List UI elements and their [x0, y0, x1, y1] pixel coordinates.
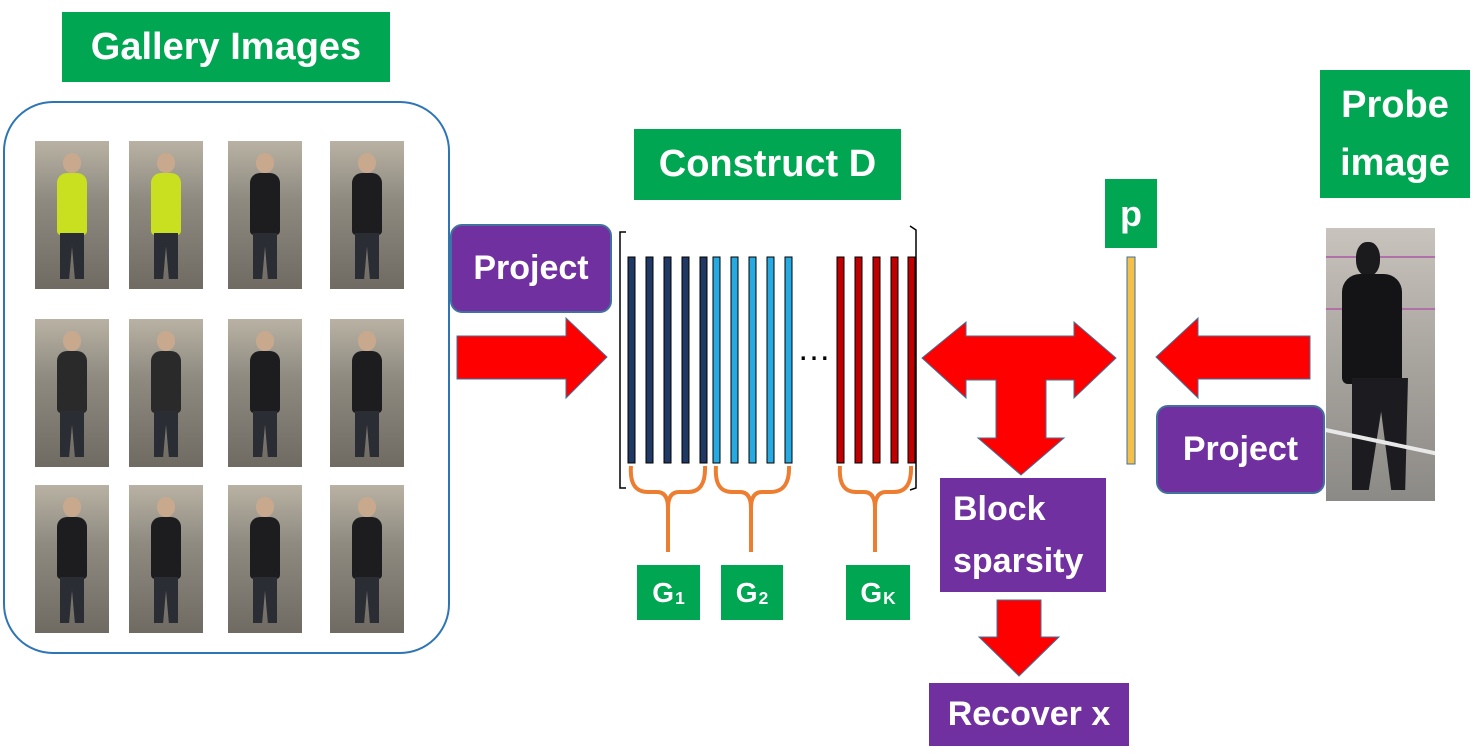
gallery-photo — [228, 485, 302, 633]
block-sparsity-line1: Block — [953, 490, 1046, 528]
arrow-dictionary-probe-tee — [921, 320, 1117, 476]
dict-column-group-1 — [645, 256, 654, 464]
brace-group-1 — [628, 465, 708, 552]
probe-vector-bar — [1126, 256, 1136, 465]
dict-column-group-k — [890, 256, 899, 464]
columns-ellipsis: … — [797, 330, 831, 368]
group-sub-k: K — [883, 588, 896, 609]
probe-vector-label: p — [1105, 179, 1157, 248]
gallery-images-title: Gallery Images — [62, 12, 390, 82]
gallery-photo — [129, 141, 203, 289]
block-sparsity-label: Block sparsity — [940, 478, 1106, 592]
group-sub-1: 1 — [675, 588, 685, 609]
group-letter-1: G — [652, 576, 675, 608]
group-letter-2: G — [735, 576, 758, 608]
dictionary-left-bracket — [619, 231, 626, 489]
group-sub-2: 2 — [758, 588, 769, 609]
dictionary-columns — [627, 256, 916, 464]
dict-column-group-2 — [730, 256, 739, 464]
block-sparsity-line2: sparsity — [953, 542, 1084, 580]
dict-column-group-1 — [681, 256, 690, 464]
gallery-photo — [35, 141, 109, 289]
probe-image-photo — [1326, 228, 1435, 501]
probe-title-line1: Probe — [1341, 84, 1449, 126]
dict-column-group-k — [872, 256, 881, 464]
arrow-probe-to-vector — [1155, 316, 1311, 400]
gallery-images-box — [3, 101, 450, 654]
brace-group-k — [837, 465, 914, 552]
group-letter-k: G — [860, 576, 883, 608]
arrow-gallery-to-dictionary — [456, 316, 608, 400]
dict-column-group-2 — [712, 256, 721, 464]
dict-column-group-k — [854, 256, 863, 464]
gallery-photo — [35, 485, 109, 633]
dict-column-group-1 — [627, 256, 636, 464]
gallery-photo — [35, 319, 109, 467]
dict-column-group-k — [907, 256, 916, 464]
project-label-gallery: Project — [450, 224, 612, 313]
dict-column-group-k — [836, 256, 845, 464]
gallery-photo — [330, 141, 404, 289]
gallery-photo — [129, 319, 203, 467]
gallery-photo — [228, 141, 302, 289]
probe-image-title: Probe image — [1320, 70, 1470, 198]
recover-x-label: Recover x — [929, 683, 1129, 746]
project-label-probe: Project — [1156, 405, 1325, 494]
dict-column-group-1 — [699, 256, 708, 464]
dict-column-group-2 — [766, 256, 775, 464]
probe-title-line2: image — [1340, 142, 1450, 184]
brace-group-2 — [713, 465, 792, 552]
dictionary-right-bracket — [909, 225, 917, 491]
gallery-photo — [228, 319, 302, 467]
gallery-photo — [330, 485, 404, 633]
gallery-photo — [330, 319, 404, 467]
dict-column-group-2 — [784, 256, 793, 464]
dict-column-group-2 — [748, 256, 757, 464]
construct-d-title: Construct D — [634, 129, 901, 200]
dict-column-group-1 — [663, 256, 672, 464]
arrow-sparsity-to-recover — [977, 599, 1061, 677]
gallery-photo — [129, 485, 203, 633]
